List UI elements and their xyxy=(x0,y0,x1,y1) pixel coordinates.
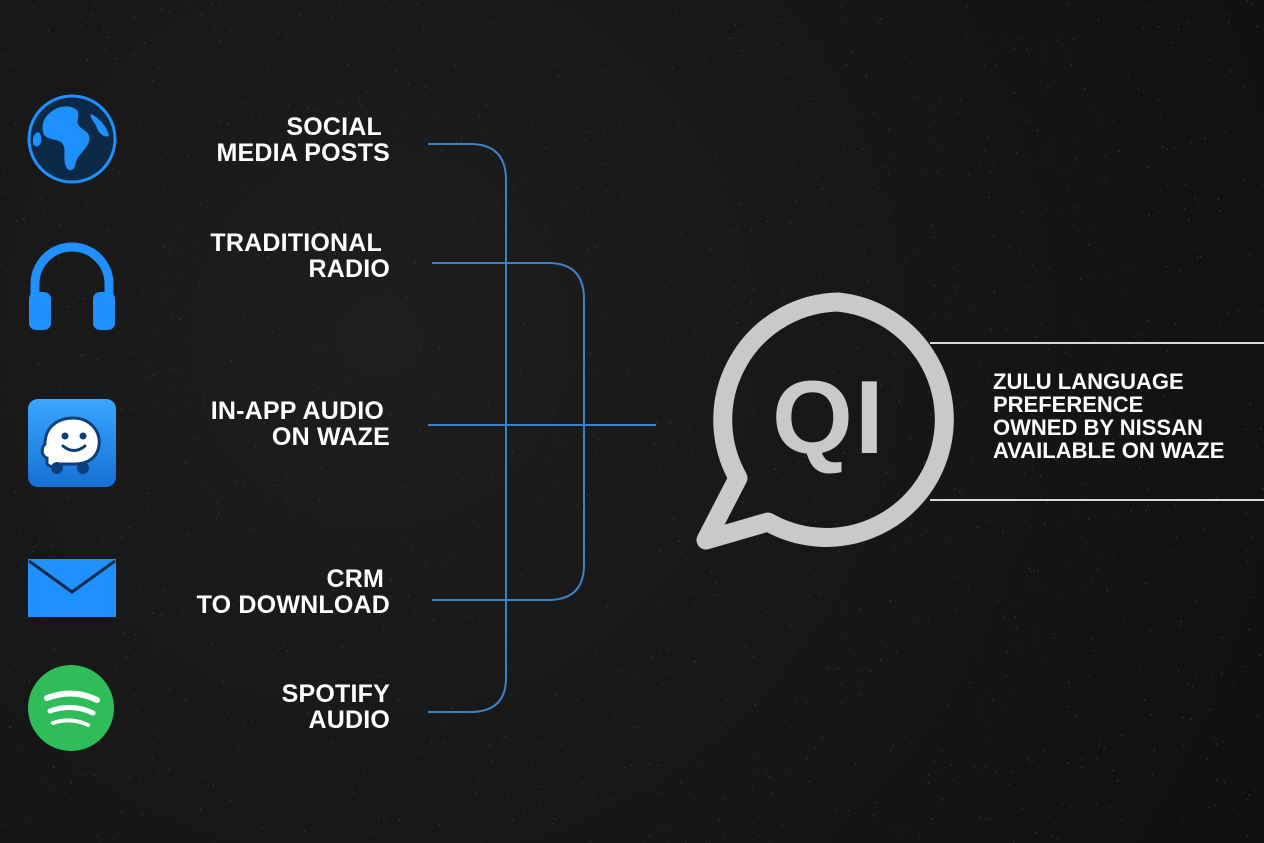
channel-label-waze: IN-APP AUDIO ON WAZE xyxy=(211,398,390,450)
info-line: OWNED BY NISSAN xyxy=(993,415,1203,440)
channel-label-spotify: SPOTIFY AUDIO xyxy=(282,681,390,733)
connector-inner-bracket xyxy=(432,262,585,601)
hub-letters: QI xyxy=(772,360,886,476)
waze-icon xyxy=(28,399,116,487)
channel-label-line: AUDIO xyxy=(308,706,390,734)
channel-label-line: RADIO xyxy=(308,255,390,283)
info-line: AVAILABLE ON WAZE xyxy=(993,438,1225,463)
channel-label-line: CRM xyxy=(326,565,384,593)
channel-label-social: SOCIAL MEDIA POSTS xyxy=(216,114,390,166)
channel-label-line: MEDIA POSTS xyxy=(216,139,390,167)
channel-label-line: IN-APP AUDIO xyxy=(210,397,384,425)
info-text-block: ZULU LANGUAGE PREFERENCE OWNED BY NISSAN… xyxy=(993,370,1224,462)
info-line: ZULU LANGUAGE xyxy=(993,369,1184,394)
channel-label-line: SOCIAL xyxy=(286,113,382,141)
channel-label-line: TO DOWNLOAD xyxy=(196,591,390,619)
channel-label-line: ON WAZE xyxy=(271,423,390,451)
channel-label-radio: TRADITIONAL RADIO xyxy=(210,230,390,282)
speech-bubble-outline xyxy=(696,292,954,550)
connector-outer-bracket xyxy=(428,143,507,713)
channel-label-crm: CRM TO DOWNLOAD xyxy=(197,566,390,618)
channel-label-line: TRADITIONAL xyxy=(210,229,382,257)
envelope-icon xyxy=(28,559,116,617)
channel-label-line: SPOTIFY xyxy=(281,680,390,708)
spotify-icon xyxy=(28,665,114,751)
info-line: PREFERENCE xyxy=(993,392,1144,417)
headphones-icon xyxy=(29,242,115,330)
globe-icon xyxy=(27,94,117,184)
